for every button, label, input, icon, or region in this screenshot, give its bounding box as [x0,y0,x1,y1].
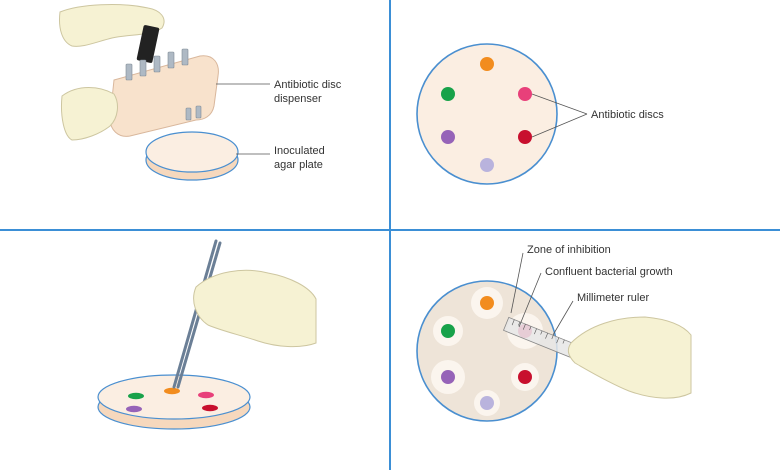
disc-green [441,324,455,338]
panel-measure-zones: Zone of inhibition Confluent bacterial g… [391,231,780,470]
label-plate-line1: Inoculated [274,145,325,157]
disc-purple [441,370,455,384]
disc-lavender [480,396,494,410]
label-zone-of-inhibition: Zone of inhibition [527,244,611,256]
dispenser-nozzles [125,48,202,121]
disc-lavender [480,158,494,172]
lower-glove-hand [61,87,118,141]
disc-purple [126,405,142,413]
disc-red [518,370,532,384]
panel-antibiotic-discs: Antibiotic discs [391,0,780,229]
disc-pink [518,87,532,101]
disc-red [518,130,532,144]
disc-red [202,404,218,412]
disc-orange [480,57,494,71]
horizontal-divider [0,229,780,231]
disc-purple [441,130,455,144]
glove-hand [567,316,692,399]
disc-green [441,87,455,101]
label-plate-line2: agar plate [274,159,323,171]
agar-plate-top [416,43,558,185]
label-dispenser-line1: Antibiotic disc [274,79,342,91]
disc-green [128,392,144,400]
disc-orange [480,296,494,310]
disc-orange [164,387,180,395]
glove-hand [193,269,317,348]
panel-disc-dispenser: Antibiotic disc dispenser Inoculated aga… [0,0,389,229]
dispenser-plunger [136,25,160,63]
plate-agar [145,131,239,173]
disc-pink [198,391,214,399]
label-dispenser-line2: dispenser [274,93,322,105]
label-antibiotic-discs: Antibiotic discs [591,109,664,121]
vertical-divider [389,0,391,470]
label-confluent-growth: Confluent bacterial growth [545,266,673,278]
label-millimeter-ruler: Millimeter ruler [577,292,649,304]
panel-forceps [0,231,389,470]
